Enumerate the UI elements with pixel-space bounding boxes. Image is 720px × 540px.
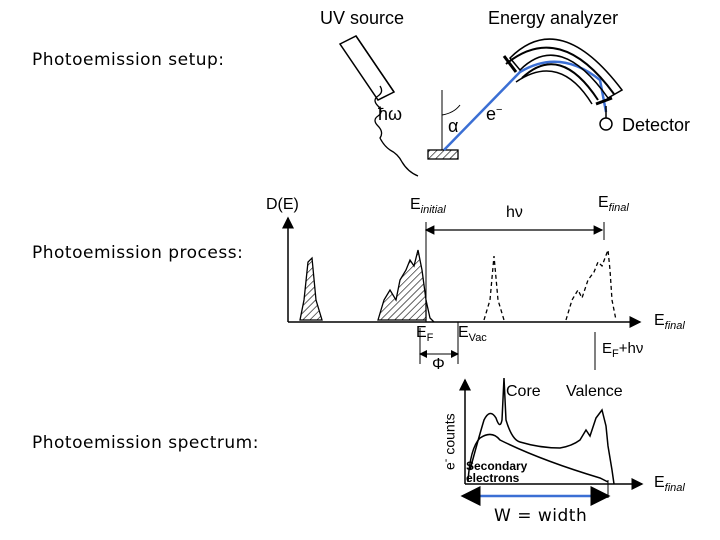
detector-label: Detector	[622, 115, 691, 135]
section-setup-label: Photoemission setup:	[32, 50, 225, 70]
section-process-label: Photoemission process:	[32, 243, 244, 263]
hnu-label: hν	[506, 204, 523, 221]
sample	[427, 149, 459, 160]
setup-schematic	[338, 35, 624, 177]
dos-label: D(E)	[266, 196, 299, 213]
photon-wave	[374, 85, 419, 177]
photon-label: ħω	[378, 104, 403, 124]
section-spectrum-label: Photoemission spectrum:	[32, 433, 259, 453]
core-label: Core	[506, 383, 541, 400]
e-initial-label: Einitial	[410, 196, 446, 217]
electron-label: e−	[486, 104, 503, 124]
width-label: W = width	[494, 506, 588, 526]
valence-label: Valence	[566, 383, 623, 400]
detector-glyph	[599, 106, 613, 131]
e-final-label: Efinal	[598, 194, 629, 215]
angle-arc	[441, 104, 461, 116]
spectrum-panel	[459, 377, 644, 506]
valence-band	[377, 249, 427, 321]
uv-source-label: UV source	[320, 8, 405, 28]
energy-analyzer	[502, 38, 624, 106]
counts-axis-label: e- counts	[440, 413, 458, 470]
ef-hnu-label: EF+hν	[602, 340, 644, 360]
ef-label: EF	[416, 324, 434, 345]
core-peak-final	[483, 255, 505, 321]
evac-label: EVac	[458, 324, 487, 345]
uv-lamp	[338, 35, 396, 101]
alpha-label: α	[448, 116, 459, 136]
spectrum-e-final-label: Efinal	[654, 312, 685, 333]
core-peak	[299, 256, 323, 321]
electron-path	[443, 60, 608, 151]
spectrum-e-final-bottom-label: Efinal	[654, 474, 685, 495]
secondary-background	[467, 433, 609, 483]
valence-band-final	[565, 249, 617, 321]
energy-analyzer-label: Energy analyzer	[488, 8, 619, 28]
phi-label: Φ	[432, 356, 445, 373]
process-panel	[282, 216, 642, 370]
spectrum-curve	[469, 377, 615, 485]
